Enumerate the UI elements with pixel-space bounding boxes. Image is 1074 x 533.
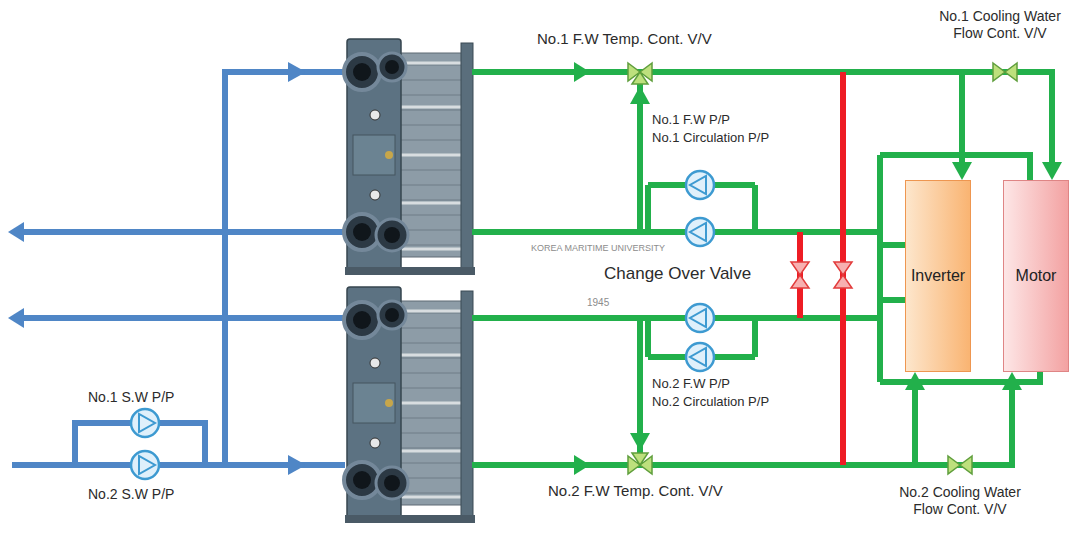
valve-label: No.2 Cooling Water Flow Cont. V/V	[890, 484, 1030, 518]
valve-label: No.2 F.W Temp. Cont. V/V	[548, 482, 723, 500]
component-box: Motor	[1003, 180, 1069, 372]
watermark: KOREA MARITIME UNIVERSITY	[531, 243, 665, 254]
valve-label: No.1 F.W Temp. Cont. V/V	[537, 30, 712, 48]
component-box: Inverter	[905, 180, 971, 372]
component-name: Inverter	[911, 267, 965, 285]
pump-label: No.1 Circulation P/P	[652, 130, 769, 146]
valve-label: Change Over Valve	[604, 264, 751, 284]
pump-label: No.2 Circulation P/P	[652, 394, 769, 410]
valve-label: No.1 Cooling Water Flow Cont. V/V	[930, 8, 1070, 42]
watermark: 1945	[587, 297, 609, 309]
pump-label: No.2 F.W P/P	[652, 376, 730, 392]
component-name: Motor	[1016, 267, 1057, 285]
pump-label: No.2 S.W P/P	[88, 486, 174, 503]
pump-label: No.1 F.W P/P	[652, 112, 730, 128]
pump-label: No.1 S.W P/P	[88, 389, 174, 406]
